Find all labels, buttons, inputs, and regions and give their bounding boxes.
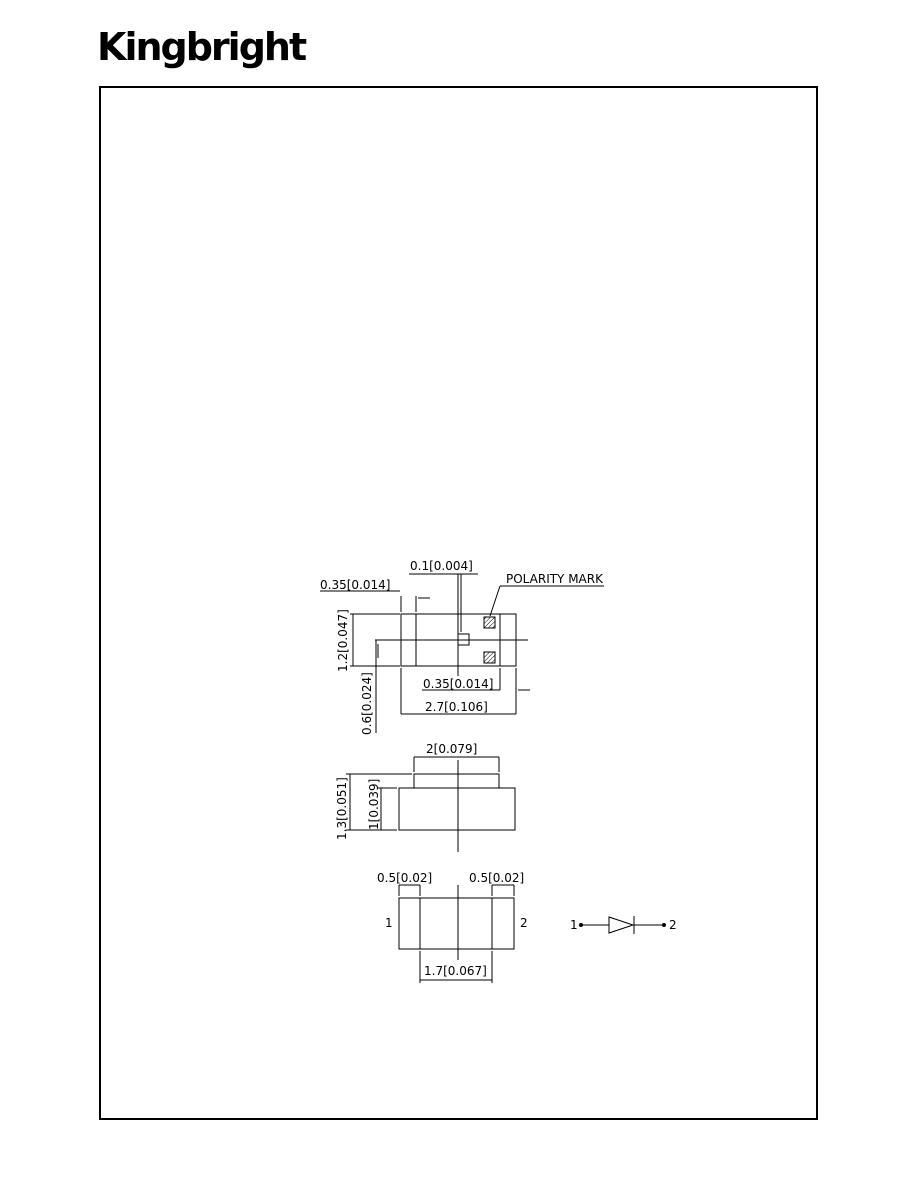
- polarity-mark-label: POLARITY MARK: [506, 572, 604, 586]
- side-view-lens: [413, 773, 500, 789]
- top-view: [320, 573, 604, 733]
- diode-symbol: [579, 916, 666, 934]
- diode-symbol-labels: 1 2: [570, 918, 677, 932]
- dim-length-label: 2.7[0.106]: [425, 700, 488, 714]
- dim-body-height-label: 1[0.039]: [367, 779, 381, 830]
- pin-2-label: 2: [520, 916, 528, 930]
- dim-left-pad-label: 0.5[0.02]: [377, 871, 432, 885]
- dim-height-label: 1.2[0.047]: [336, 609, 350, 672]
- dim-lens-width-label: 2[0.079]: [426, 742, 477, 756]
- bottom-view-body: [398, 897, 515, 950]
- diode-triangle: [608, 916, 635, 934]
- top-view-labels: 0.1[0.004] 0.35[0.014] POLARITY MARK 1.2…: [320, 559, 604, 735]
- bottom-view: [398, 884, 515, 983]
- polarity-mark-bottom: [483, 651, 496, 664]
- symbol-pin-2-label: 2: [669, 918, 677, 932]
- dim-total-height-label: 1.3[0.051]: [335, 777, 349, 840]
- chip-square: [457, 633, 470, 646]
- dim-right-band-label: 0.35[0.014]: [423, 677, 493, 691]
- bottom-view-labels: 0.5[0.02] 0.5[0.02] 1 2 1.7[0.067]: [377, 871, 528, 978]
- side-view-body: [398, 787, 516, 831]
- side-view: [346, 756, 516, 852]
- brand-logo: Kingbright: [97, 25, 307, 69]
- dim-gap-label: 0.1[0.004]: [410, 559, 473, 573]
- dim-half-height-label: 0.6[0.024]: [360, 672, 374, 735]
- drawing-frame: [99, 86, 818, 1120]
- symbol-pin-1-label: 1: [570, 918, 578, 932]
- dim-pad-spacing-label: 1.7[0.067]: [424, 964, 487, 978]
- side-view-labels: 2[0.079] 1.3[0.051] 1[0.039]: [335, 742, 477, 840]
- polarity-mark-top: [483, 616, 496, 629]
- pin-1-label: 1: [385, 916, 393, 930]
- dim-left-band-label: 0.35[0.014]: [320, 578, 390, 592]
- dim-right-pad-label: 0.5[0.02]: [469, 871, 524, 885]
